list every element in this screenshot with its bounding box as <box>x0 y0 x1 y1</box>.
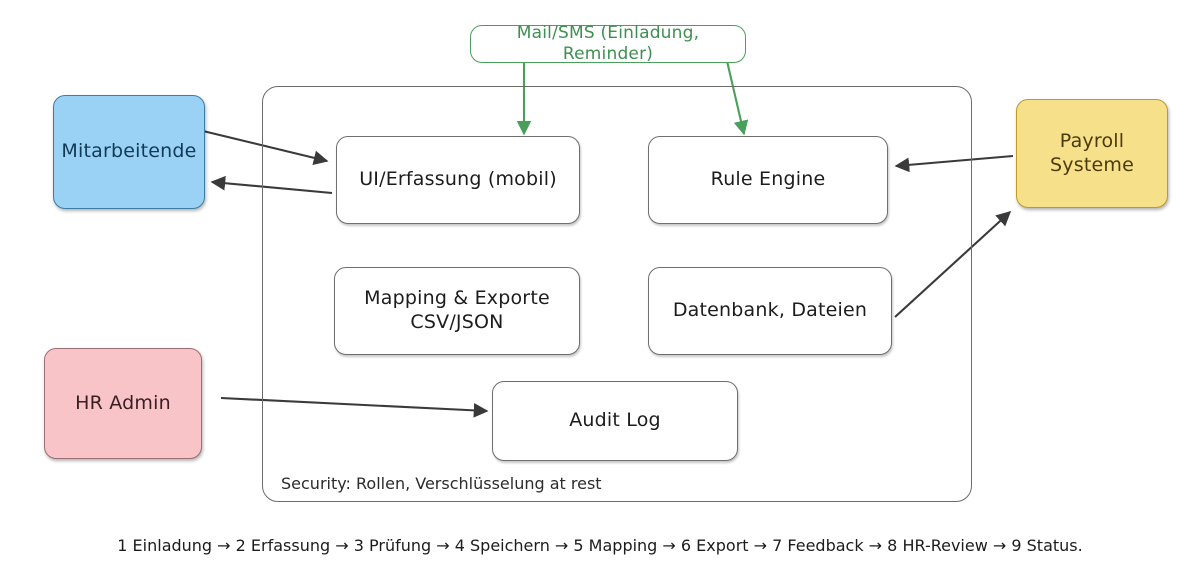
node-mapping-exporte-label-line2: CSV/JSON <box>410 311 504 333</box>
node-hr-admin[interactable]: HR Admin <box>44 348 202 459</box>
node-datenbank-dateien-label: Datenbank, Dateien <box>672 299 868 322</box>
node-mapping-exporte-label: Mapping & Exporte CSV/JSON <box>364 287 550 335</box>
node-payroll-systeme-label: Payroll Systeme <box>1050 129 1134 176</box>
node-datenbank-dateien[interactable]: Datenbank, Dateien <box>648 267 892 355</box>
node-ui-erfassung[interactable]: UI/Erfassung (mobil) <box>336 136 580 224</box>
node-rule-engine-label: Rule Engine <box>710 168 826 191</box>
node-mitarbeitende-label: Mitarbeitende <box>61 140 197 163</box>
security-note: Security: Rollen, Verschlüsselung at res… <box>281 474 602 493</box>
node-hr-admin-label: HR Admin <box>75 391 171 414</box>
flow-caption: 1 Einladung → 2 Erfassung → 3 Prüfung → … <box>117 536 1083 555</box>
node-mail-sms[interactable]: Mail/SMS (Einladung, Reminder) <box>470 22 746 64</box>
node-rule-engine[interactable]: Rule Engine <box>648 136 888 224</box>
node-mapping-exporte-label-line1: Mapping & Exporte <box>364 287 550 310</box>
node-mitarbeitende[interactable]: Mitarbeitende <box>53 95 205 209</box>
node-mail-sms-label: Mail/SMS (Einladung, Reminder) <box>516 22 700 64</box>
node-audit-log-label: Audit Log <box>569 409 661 432</box>
node-payroll-systeme[interactable]: Payroll Systeme <box>1016 99 1168 208</box>
node-ui-erfassung-label: UI/Erfassung (mobil) <box>359 168 557 191</box>
node-audit-log[interactable]: Audit Log <box>492 381 738 461</box>
system-boundary <box>262 86 972 502</box>
node-mapping-exporte[interactable]: Mapping & Exporte CSV/JSON <box>334 267 580 355</box>
